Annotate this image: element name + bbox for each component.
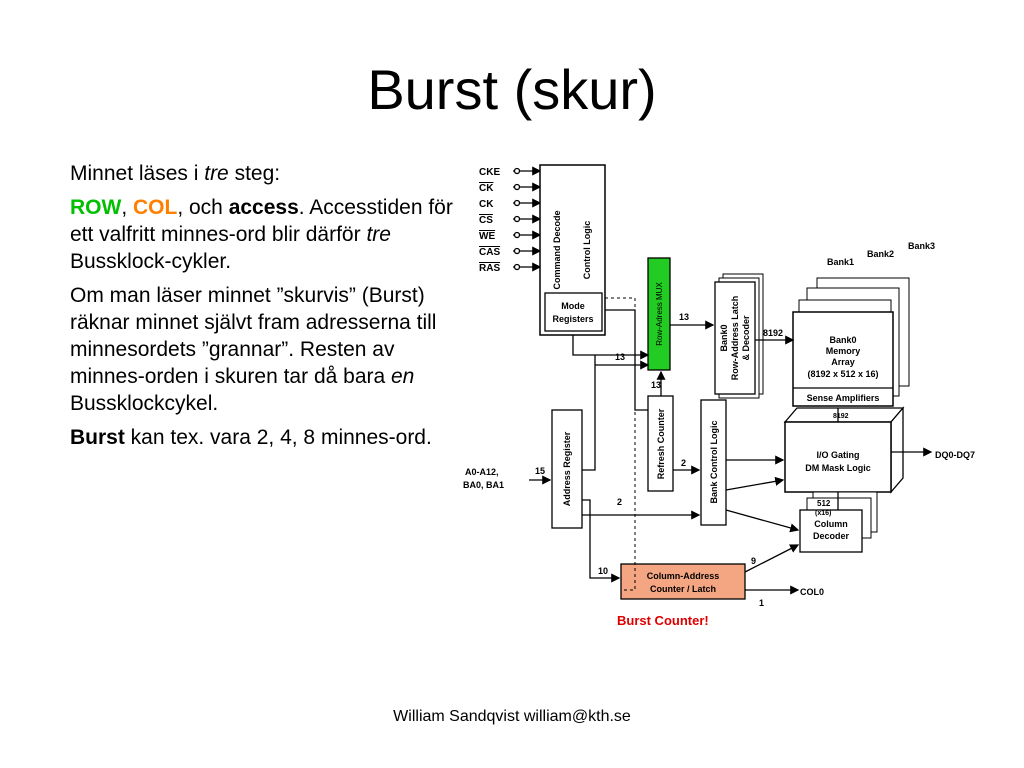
slide-title: Burst (skur) <box>367 58 657 121</box>
sdram-block-diagram: CKE CK CK CS WE CAS RAS Command Decode C… <box>463 164 975 628</box>
column-decoder-line1: Column <box>814 519 848 529</box>
row-address-mux <box>647 257 671 371</box>
num-2b: 2 <box>617 497 622 507</box>
col0-label: COL0 <box>800 587 824 597</box>
row-mux-label: Row-Adress MUX <box>655 282 664 346</box>
num-x16: (x16) <box>815 510 831 517</box>
paragraph-burst: Om man läser minnet ”skurvis” (Burst) rä… <box>70 284 437 415</box>
signal-cas: CAS <box>479 247 500 258</box>
col-counter-line1: Column-Address <box>647 571 720 581</box>
row-keyword: ROW <box>70 196 122 219</box>
access-keyword: access <box>228 196 299 219</box>
address-register-label: Address Register <box>562 431 572 506</box>
bank2-label: Bank2 <box>867 249 894 259</box>
array-line3: Array <box>831 357 855 367</box>
num-2a: 2 <box>681 458 686 468</box>
mode-registers-line1: Mode <box>561 301 585 311</box>
num-1: 1 <box>759 598 764 608</box>
command-decode-label: Command Decode <box>552 210 562 289</box>
paragraph-access: ROW, COL, och access. Accesstiden för et… <box>70 196 453 273</box>
sense-amplifiers-label: Sense Amplifiers <box>807 393 880 403</box>
refresh-counter-label: Refresh Counter <box>656 408 666 479</box>
bank0-memory-array <box>792 311 894 407</box>
bank1-label: Bank1 <box>827 257 854 267</box>
row-latch-decoder <box>714 281 756 395</box>
num-13a: 13 <box>679 312 689 322</box>
num-9: 9 <box>751 556 756 566</box>
paragraph-burst-length: Burst kan tex. vara 2, 4, 8 minnes-ord. <box>70 426 432 449</box>
io-gating-line1: I/O Gating <box>816 450 859 460</box>
num-8192v: 8192 <box>833 413 849 420</box>
num-13c: 13 <box>651 380 661 390</box>
signal-ck-bar: CK <box>479 183 494 194</box>
column-address-counter <box>620 563 746 600</box>
column-decoder <box>799 509 863 553</box>
address-inputs-line1: A0-A12, <box>465 467 499 477</box>
paragraph-steps: Minnet läses i tre steg: <box>70 162 281 185</box>
signal-we: WE <box>479 231 495 242</box>
footer: William Sandqvist william@kth.se <box>393 708 631 725</box>
array-line4: (8192 x 512 x 16) <box>807 369 878 379</box>
signal-cs: CS <box>479 215 493 226</box>
io-gating-line2: DM Mask Logic <box>805 463 871 473</box>
signal-ck: CK <box>479 199 494 210</box>
address-inputs-line2: BA0, BA1 <box>463 480 504 490</box>
bank-control-label: Bank Control Logic <box>709 421 719 504</box>
signal-ras: RAS <box>479 263 500 274</box>
latch-line3: & Decoder <box>741 315 751 361</box>
col-keyword: COL <box>133 196 178 219</box>
num-8192: 8192 <box>763 328 783 338</box>
latch-line2: Row-Address Latch <box>730 296 740 381</box>
mode-registers-line2: Registers <box>552 314 593 324</box>
num-15: 15 <box>535 466 545 476</box>
body-text: Minnet läses i tre steg: ROW, COL, och a… <box>70 160 470 458</box>
address-register <box>551 409 583 529</box>
num-10: 10 <box>598 566 608 576</box>
column-decoder-line2: Decoder <box>813 531 850 541</box>
num-13b: 13 <box>615 352 625 362</box>
bank-control-logic <box>700 399 727 526</box>
dq-label: DQ0-DQ7 <box>935 450 975 460</box>
latch-line1: Bank0 <box>719 324 729 351</box>
signal-cke: CKE <box>479 167 500 178</box>
num-512: 512 <box>817 499 831 508</box>
refresh-counter <box>647 395 674 492</box>
burst-counter-label: Burst Counter! <box>617 613 709 628</box>
control-logic-label: Control Logic <box>582 221 592 280</box>
bank3-label: Bank3 <box>908 241 935 251</box>
col-counter-line2: Counter / Latch <box>650 584 716 594</box>
array-line1: Bank0 <box>829 335 856 345</box>
mode-registers-block <box>544 292 603 332</box>
array-line2: Memory <box>826 346 861 356</box>
